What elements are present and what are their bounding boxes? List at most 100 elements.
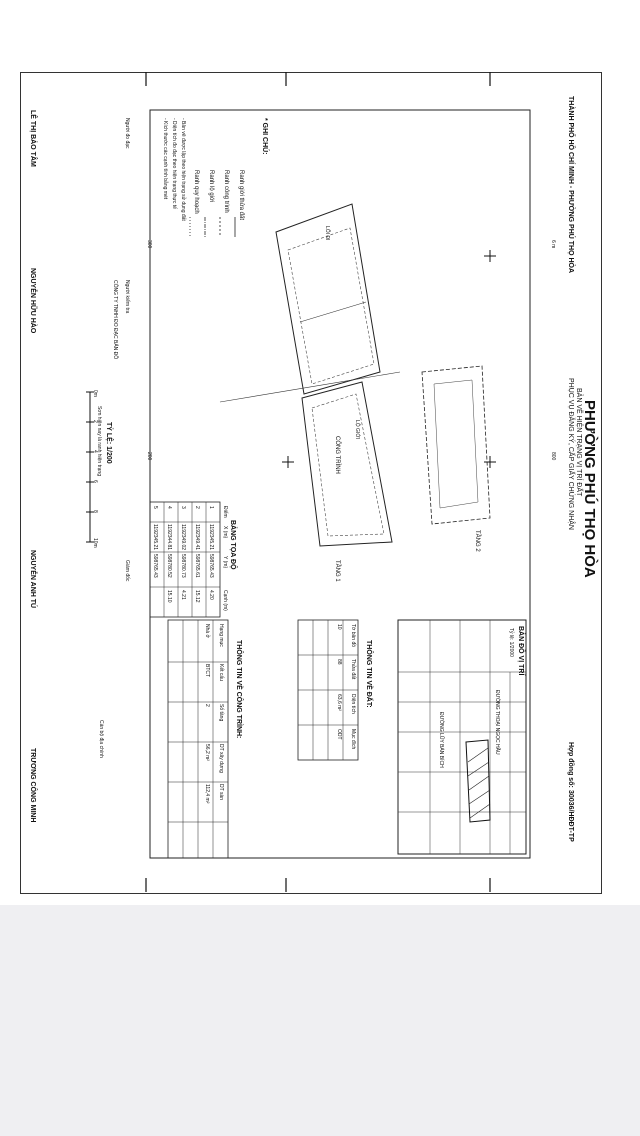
land-info-heading: THÔNG TIN VỀ ĐẤT: — [365, 640, 372, 708]
grid-mark-top-1: 6 m — [550, 240, 556, 249]
floor-plan-2-building — [311, 393, 385, 537]
legend-item-3: Ranh lộ giới — [208, 170, 214, 203]
construction-table-lines — [168, 620, 228, 858]
coords-r2-c4: 15.12 — [194, 590, 200, 603]
legend-item-4: Ranh quy hoạch — [193, 170, 199, 214]
header-city-ward: THÀNH PHỐ HỒ CHÍ MINH - PHƯỜNG PHÚ THỌ H… — [567, 96, 574, 274]
sig-checker-name: NGUYỄN HỮU HÀO — [29, 268, 36, 334]
legend-note-2: - Diện tích đo đạc theo hiện trạng thực … — [171, 118, 177, 209]
coords-r3-c2: 1192349.02 — [180, 524, 186, 551]
grid-mark-side-1: 300 — [146, 240, 152, 249]
coords-r4-c1: 4 — [166, 506, 172, 509]
coords-r4-c2: 1192344.81 — [166, 524, 172, 551]
scale-tick-3: 6 — [92, 480, 98, 483]
sig-director-role: Giám đốc — [124, 560, 130, 582]
coords-r2-c1: 2 — [194, 506, 200, 509]
target-parcel-hatch — [467, 747, 491, 819]
sig-measurer-role: Người đo đạc — [124, 118, 130, 149]
sig-company: CÔNG TY TNHH ĐO ĐẠC BẢN ĐỒ — [112, 280, 118, 360]
floor-2-label: TẦNG 2 — [474, 530, 480, 552]
cons-val-2: BTCT — [204, 664, 210, 678]
scale-tick-4: 8 — [92, 510, 98, 513]
sig-checker-role: Người kiểm tra — [124, 280, 130, 314]
coords-r3-c3: 598780.73 — [180, 554, 186, 578]
floor-plan-2-outline — [301, 381, 393, 547]
location-heading: BẢN ĐỒ VỊ TRÍ — [517, 626, 524, 676]
leader-line — [219, 371, 401, 403]
location-map-box — [397, 619, 527, 855]
edge-ticks — [145, 72, 491, 892]
coords-col-3: Y (m) — [222, 556, 228, 569]
grid-cross-marks — [282, 250, 496, 468]
location-map-parcels — [398, 620, 526, 854]
survey-drawing — [86, 72, 531, 892]
coords-r2-c2: 1192349.41 — [194, 524, 200, 551]
coords-r4-c3: 598780.52 — [166, 554, 172, 578]
header-contract-no: 30036/HĐĐT-TP — [567, 790, 574, 842]
survey-sheet-border — [20, 72, 602, 894]
legend-heading: * GHI CHÚ: — [261, 118, 268, 155]
location-road-b: ĐƯỜNG THOẠI NGỌC HẦU — [494, 690, 500, 755]
sig-director-name: NGUYỄN ANH TÚ — [29, 550, 36, 609]
scale-bar — [86, 391, 94, 543]
scale-note: Sơn hiện nay là ranh hiện trạng — [96, 406, 102, 476]
location-scale: Tỷ lệ: 1/2000 — [508, 628, 514, 657]
scale-tick-1: 2 — [92, 420, 98, 423]
upper-floor-outline — [421, 365, 491, 525]
land-val-3: 63,6 m² — [336, 694, 342, 711]
floor-plan-1-divider — [299, 301, 367, 323]
coords-table-lines — [150, 502, 220, 617]
title-line-2: PHỤC VỤ ĐĂNG KÝ, CẤP GIẤY CHỨNG NHẬN — [567, 378, 574, 530]
land-val-1: 10 — [336, 624, 342, 630]
cons-val-3: 2 — [204, 704, 210, 707]
lot-label: CÔNG TRÌNH — [334, 436, 340, 474]
land-info-table-lines — [298, 620, 358, 760]
legend-note-1: - Bản vẽ được lập theo hiện trạng sử dụn… — [180, 118, 186, 221]
cons-val-1: Nhà ở — [204, 624, 210, 638]
document-title: PHƯỜNG PHÚ THỌ HÒA — [581, 400, 598, 578]
legend-samples — [189, 217, 236, 237]
location-road-a: ĐƯỜNG LŨY BÁN BÍCH — [438, 712, 444, 768]
scale-tick-5: 10m — [92, 538, 98, 548]
land-col-1: Tờ bản đồ — [350, 624, 356, 648]
land-val-2: 88 — [336, 659, 342, 665]
cons-col-4: DT xây dựng — [218, 744, 224, 773]
land-col-2: Thửa đất — [350, 659, 356, 680]
land-col-3: Diện tích — [350, 694, 356, 714]
target-parcel-hatched — [465, 739, 491, 823]
coords-r1-c1: 1 — [208, 506, 214, 509]
floor-plan-1-building — [287, 227, 375, 385]
scale-label: TỶ LỆ: 1/200 — [105, 422, 112, 464]
coords-heading: BẢNG TỌA ĐỘ — [229, 520, 236, 570]
cons-col-2: Kết cấu — [218, 664, 224, 681]
lot2-label: LỐI ĐI — [324, 226, 330, 241]
coords-r5-c2: 1192345.21 — [152, 524, 158, 551]
cons-val-4: 56,2 m² — [204, 744, 210, 761]
scale-tick-0: 0m — [92, 390, 98, 397]
cons-val-5: 112,4 m² — [204, 784, 210, 804]
legend-item-2: Ranh công trình — [223, 170, 229, 213]
coords-r1-c4: 4.20 — [208, 590, 214, 600]
scale-tick-2: 4 — [92, 450, 98, 453]
coords-col-4: Cạnh (m) — [222, 590, 228, 611]
coords-r5-c3: 598765.43 — [152, 554, 158, 578]
sig-measurer-name: LÊ THỊ BẢO TÂM — [29, 110, 36, 167]
upper-floor-inner — [433, 379, 479, 509]
sig-approver-name: TRƯƠNG CÔNG MINH — [29, 748, 36, 823]
coords-r5-c1: 5 — [152, 506, 158, 509]
header-contract-label: Hợp đồng số: — [567, 742, 574, 788]
coords-r4-c4: 15.10 — [166, 590, 172, 603]
cons-col-5: DT sàn — [218, 784, 224, 801]
drawing-frame — [149, 109, 531, 859]
coords-table-frame — [149, 501, 221, 618]
coords-r3-c1: 3 — [180, 506, 186, 509]
coords-r2-c3: 598765.61 — [194, 554, 200, 578]
coords-r1-c3: 598765.43 — [208, 554, 214, 578]
coords-r3-c4: 4.21 — [180, 590, 186, 600]
coords-col-1: Điểm — [222, 506, 228, 518]
road-label: LỘ GIỚI — [354, 420, 360, 440]
title-line-1: BẢN VẼ HIỆN TRẠNG VỊ TRÍ ĐẤT — [575, 388, 582, 497]
land-val-4: ODT — [336, 729, 342, 740]
legend-note-3: - Kích thước các cạnh tính bằng mét — [162, 118, 168, 200]
coords-col-2: X (m) — [222, 526, 228, 539]
